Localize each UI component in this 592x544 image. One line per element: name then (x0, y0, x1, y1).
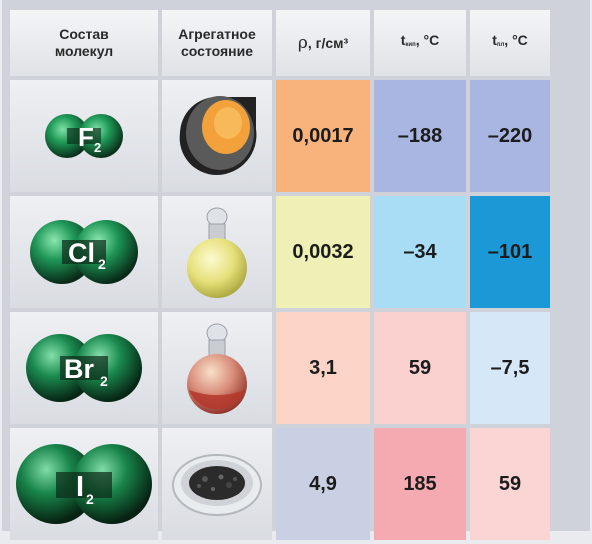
t-melt-unit: , °C (504, 32, 528, 48)
molecule-index: 2 (94, 140, 101, 155)
molecule-index: 2 (100, 373, 108, 389)
melting-point-value: 59 (470, 428, 550, 540)
gas-cylinder-icon (179, 96, 257, 176)
header-row: Состав молекул Агрегатное состояние ρ, г… (10, 10, 550, 76)
boiling-point-value: –188 (374, 80, 466, 192)
yellow-gas-flask-icon (187, 207, 247, 298)
header-composition-label: Состав молекул (54, 26, 114, 59)
boiling-point-value: 59 (374, 312, 466, 424)
molecule-symbol: Br (64, 354, 94, 384)
cl2-molecule-icon: Cl 2 (30, 220, 138, 284)
density-value: 0,0017 (276, 80, 370, 192)
boiling-point-value: 185 (374, 428, 466, 540)
header-melting-point: tпл, °C (470, 10, 550, 76)
state-cell (162, 428, 272, 540)
density-unit: , г/см³ (307, 34, 349, 51)
melting-point-value: –7,5 (470, 312, 550, 424)
density-value: 3,1 (276, 312, 370, 424)
header-state-label: Агрегатное состояние (178, 26, 256, 59)
t-boil-unit: , °C (415, 32, 440, 48)
br2-molecule-icon: Br 2 (26, 334, 142, 402)
header-state: Агрегатное состояние (162, 10, 272, 76)
molecule-symbol: Cl (68, 238, 95, 268)
state-cell (162, 80, 272, 192)
state-cell (162, 196, 272, 308)
t-boil-symbol: t (400, 32, 406, 48)
t-melt-subscript: пл (496, 42, 505, 48)
molecule-cell: I 2 (10, 428, 158, 540)
f2-molecule-icon: F 2 (45, 114, 123, 158)
table-row: Cl 2 0,0032 –34 –101 (10, 196, 550, 308)
header-boiling-point: tкип, °C (374, 10, 466, 76)
liquid-flask-icon (187, 323, 247, 414)
t-melt-symbol: t (492, 32, 497, 48)
i2-molecule-icon: I 2 (16, 444, 152, 524)
molecule-cell: Cl 2 (10, 196, 158, 308)
solid-crystals-dish-icon (172, 454, 262, 516)
density-value: 4,9 (276, 428, 370, 540)
molecule-index: 2 (86, 491, 94, 507)
t-boil-subscript: кип (405, 42, 416, 48)
boiling-point-value: –34 (374, 196, 466, 308)
density-symbol: ρ (297, 32, 308, 53)
density-value: 0,0032 (276, 196, 370, 308)
molecule-cell: F 2 (10, 80, 158, 192)
molecule-symbol: I (76, 471, 84, 503)
state-cell (162, 312, 272, 424)
melting-point-value: –220 (470, 80, 550, 192)
table-row: F 2 0,0017 –188 –220 (10, 80, 550, 192)
table-row: Br 2 3,1 59 –7,5 (10, 312, 550, 424)
molecule-index: 2 (98, 256, 106, 272)
halogen-properties-table: Состав молекул Агрегатное состояние ρ, г… (6, 6, 554, 544)
header-composition: Состав молекул (10, 10, 158, 76)
molecule-symbol: F (78, 122, 94, 152)
melting-point-value: –101 (470, 196, 550, 308)
header-density: ρ, г/см³ (276, 10, 370, 76)
molecule-cell: Br 2 (10, 312, 158, 424)
table-row: I 2 4,9 185 59 (10, 428, 550, 540)
